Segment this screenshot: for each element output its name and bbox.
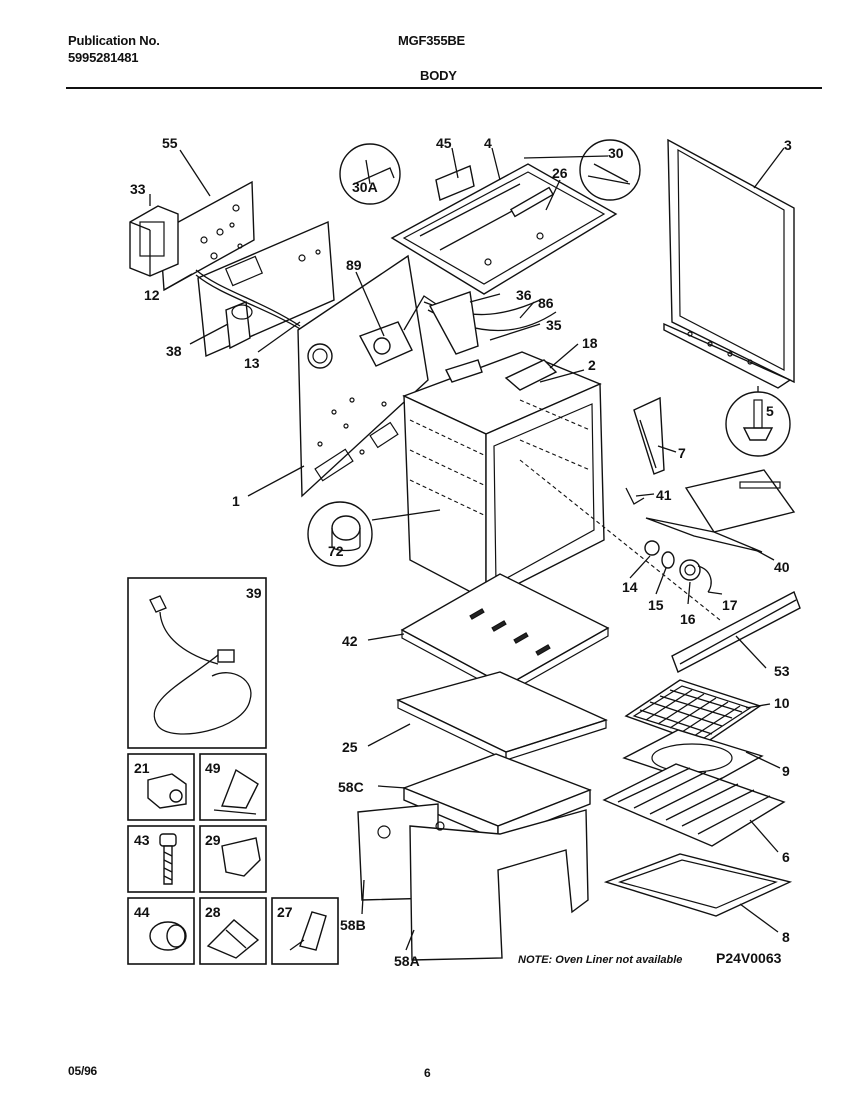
inset-39-box: 39: [127, 577, 267, 749]
diagram-code: P24V0063: [716, 950, 782, 966]
wire-17-part: [697, 565, 712, 593]
inset-label-39: 39: [246, 585, 262, 601]
callout-labels: 55 33 12 38 13 1 89 45 4 30A 30 26 36 86…: [130, 135, 792, 969]
callout-2: 2: [588, 357, 596, 373]
callout-6: 6: [782, 849, 790, 865]
hidden-axis-line: [519, 459, 721, 621]
header-rule: [66, 87, 822, 89]
callout-18: 18: [582, 335, 598, 351]
inset-27-box: 27: [271, 897, 339, 965]
wire-12-part: [195, 269, 303, 331]
publication-number: 5995281481: [68, 50, 139, 65]
inset-28-box: 28: [199, 897, 267, 965]
inset-43-box: 43: [127, 825, 195, 893]
section-title: BODY: [420, 68, 457, 83]
rail-53-part: [671, 591, 801, 673]
callout-30A: 30A: [352, 179, 378, 195]
callout-58C: 58C: [338, 779, 364, 795]
inset-label-29: 29: [205, 832, 221, 848]
bracket-89-part: [359, 295, 437, 367]
broil-panel-40-part: [645, 469, 796, 553]
inset-30-part: [579, 139, 641, 201]
valve-14-part: [644, 540, 660, 556]
publication-label: Publication No.: [68, 33, 160, 48]
back-wall-1-part: [297, 254, 429, 498]
callout-10: 10: [774, 695, 790, 711]
inset-label-43: 43: [134, 832, 150, 848]
top-main-4-part: [390, 163, 618, 295]
model-number: MGF355BE: [398, 33, 466, 48]
callout-86: 86: [538, 295, 554, 311]
callout-14: 14: [622, 579, 638, 595]
oven-body-part: [402, 351, 605, 602]
callout-5: 5: [766, 403, 774, 419]
callout-16: 16: [680, 611, 696, 627]
inset-label-27: 27: [277, 904, 293, 920]
inset-44-box: 44: [127, 897, 195, 965]
socket-15-part: [661, 551, 675, 569]
insulation-58A-part: [409, 809, 589, 961]
callout-40: 40: [774, 559, 790, 575]
duct-38-part: [225, 301, 253, 350]
callout-3: 3: [784, 137, 792, 153]
callout-35: 35: [546, 317, 562, 333]
callout-7: 7: [678, 445, 686, 461]
inset-label-44: 44: [134, 904, 150, 920]
igniter-41-part: [625, 487, 645, 505]
callout-12: 12: [144, 287, 160, 303]
oven-liner-8-part: [603, 853, 793, 917]
callout-4: 4: [484, 135, 492, 151]
bottom-pan-42-part: [400, 573, 610, 696]
callout-1: 1: [232, 493, 240, 509]
inset-72-part: [307, 501, 373, 567]
callout-9: 9: [782, 763, 790, 779]
burner-7-part: [633, 396, 665, 475]
bracket-33-part: [129, 205, 179, 277]
callout-72: 72: [328, 543, 344, 559]
callout-89: 89: [346, 257, 362, 273]
inset-label-49: 49: [205, 760, 221, 776]
callout-41: 41: [656, 487, 672, 503]
callout-26: 26: [552, 165, 568, 181]
inset-label-28: 28: [205, 904, 221, 920]
page-number: 6: [424, 1066, 431, 1080]
knob-16-part: [679, 559, 701, 581]
bracket-18-part: [445, 359, 558, 391]
callout-13: 13: [244, 355, 260, 371]
inset-label-21: 21: [134, 760, 150, 776]
top-bracket-45-part: [435, 165, 475, 201]
oven-liner-note: NOTE: Oven Liner not available: [518, 954, 682, 966]
callout-58A: 58A: [394, 953, 420, 969]
inset-21-box: 21: [127, 753, 195, 821]
leader-lines: [149, 147, 785, 951]
inset-29-box: 29: [199, 825, 267, 893]
callout-30: 30: [608, 145, 624, 161]
callout-45: 45: [436, 135, 452, 151]
bottom-pan-25-part: [396, 671, 608, 761]
inset-30A-part: [339, 143, 401, 205]
callout-38: 38: [166, 343, 182, 359]
callout-55: 55: [162, 135, 178, 151]
callout-25: 25: [342, 739, 358, 755]
callout-36: 36: [516, 287, 532, 303]
callout-58B: 58B: [340, 917, 366, 933]
callout-42: 42: [342, 633, 358, 649]
callout-17: 17: [722, 597, 738, 613]
callout-53: 53: [774, 663, 790, 679]
door-frame-3-part: [663, 138, 795, 389]
leveler-5-part: [725, 391, 791, 457]
footer-date: 05/96: [68, 1064, 98, 1078]
callout-8: 8: [782, 929, 790, 945]
wire-36-part: [423, 291, 557, 355]
callout-15: 15: [648, 597, 664, 613]
inset-49-box: 49: [199, 753, 267, 821]
callout-33: 33: [130, 181, 146, 197]
oven-rack-6-part: [602, 763, 786, 847]
